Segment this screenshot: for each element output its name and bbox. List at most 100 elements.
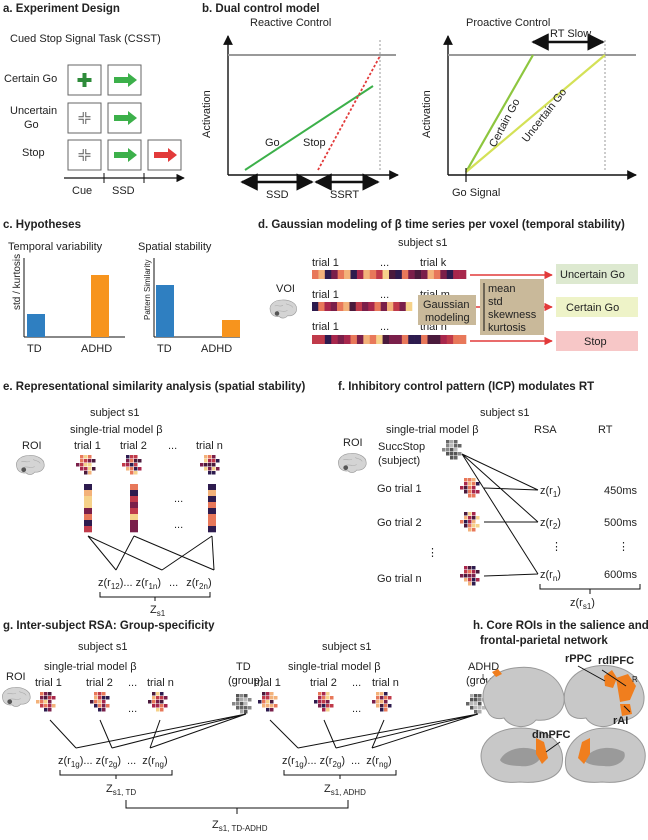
panel-f-subject: subject s1 (480, 407, 530, 419)
beta-strip-3 (312, 335, 467, 344)
panel-e-roi: ROI (22, 440, 42, 452)
panel-g-title: g. Inter-subject RSA: Group-specificity (3, 620, 215, 632)
temporal-cat-adhd: ADHD (81, 343, 112, 355)
panel-e-title: e. Representational similarity analysis … (3, 381, 305, 393)
bar-td-spatial (156, 285, 174, 337)
g-adhd-trial-2: trial 2 (310, 677, 337, 689)
row1-trial-first: trial 1 (312, 257, 339, 269)
spatial-cat-td: TD (157, 343, 172, 355)
g-adhd-trial-n: trial n (372, 677, 399, 689)
f-stop-pattern (442, 440, 462, 460)
go-arrow-icon (114, 148, 137, 162)
g-td-brace (59, 770, 173, 779)
g-adhd-patterns (258, 692, 486, 714)
g-adhd-brace (283, 770, 397, 779)
spatial-ylabel: Pattern Similarity (143, 260, 152, 320)
panel-e-model: single-trial model β (70, 424, 163, 436)
cue-plus-green-icon (77, 73, 92, 87)
certain-go-line (465, 54, 534, 173)
g-adhd-lines (269, 713, 479, 749)
f-header-rt: RT (598, 424, 613, 436)
f-succstop: SuccStop (378, 441, 425, 453)
ssd-label: SSD (266, 189, 289, 201)
g-total-z: Zs1, TD-ADHD (212, 819, 268, 833)
roi-blob-left (492, 669, 502, 677)
output-certain-go-label: Certain Go (566, 302, 619, 314)
row2-trial-first: trial 1 (312, 289, 339, 301)
f-rsa-lines (461, 453, 539, 577)
panel-f-title: f. Inhibitory control pattern (ICP) modu… (338, 381, 594, 393)
label-left-hemisphere: L (482, 673, 487, 682)
panel-f: f. Inhibitory control pattern (ICP) modu… (337, 381, 641, 611)
rt-slow-label: RT Slow (550, 28, 591, 40)
label-cue: Cue (72, 185, 92, 197)
label-ssd: SSD (112, 185, 135, 197)
beta-strip-2 (312, 302, 413, 311)
panel-b-title: b. Dual control model (202, 3, 320, 15)
label-rdlpfc: rdlPFC (598, 655, 634, 667)
roi-rai-blob (620, 704, 632, 716)
f-rt-1: 450ms (604, 485, 638, 497)
reactive-ylabel: Activation (201, 90, 213, 138)
g-td-model: single-trial model β (44, 661, 137, 673)
beta-strip-1 (312, 270, 467, 279)
panel-h-title-1: h. Core ROIs in the salience and (473, 620, 648, 632)
f-rsa-1: z(r1) (540, 485, 561, 499)
spatial-cat-adhd: ADHD (201, 343, 232, 355)
panel-d-title: d. Gaussian modeling of β time series pe… (258, 219, 625, 231)
e-voxel-patterns (76, 455, 220, 475)
voi-label: VOI (276, 283, 295, 295)
g-td-group: TD (236, 661, 251, 673)
stop-arrow-icon (154, 148, 177, 162)
ssrt-label: SSRT (330, 189, 359, 201)
row1-ellipsis: ... (380, 257, 389, 269)
panel-e: e. Representational similarity analysis … (3, 381, 305, 618)
g-roi: ROI (6, 671, 26, 683)
stat-mean: mean (488, 283, 516, 295)
panel-g: g. Inter-subject RSA: Group-specificity … (1, 620, 501, 833)
roi-dmpfc-right (578, 738, 590, 764)
g-td-z: Zs1, TD (106, 783, 136, 797)
brain-icon (1, 687, 31, 707)
g-td-corr: z(r1g)... z(r2g)...z(rng) (58, 755, 168, 769)
bar-adhd-spatial (222, 320, 240, 337)
gaussian-label-2: modeling (425, 312, 470, 324)
f-rt-2: 500ms (604, 517, 638, 529)
row-uncertain-go: Go (24, 119, 39, 131)
go-arrow-icon (114, 111, 137, 125)
f-succstop-sub: (subject) (378, 455, 420, 467)
f-rt-vdots: ⋮ (618, 541, 629, 553)
output-uncertain-go (556, 264, 638, 284)
g-adhd-ellipsis: ... (352, 677, 361, 689)
g-adhd-z: Zs1, ADHD (324, 783, 366, 797)
go-signal-label: Go Signal (452, 187, 500, 199)
row-stop: Stop (22, 147, 45, 159)
stat-kurtosis: kurtosis (488, 322, 526, 334)
e-trial-1: trial 1 (74, 440, 101, 452)
stat-std: std (488, 296, 503, 308)
e-z-label: Zs1 (150, 604, 166, 618)
row-certain-go: Certain Go (4, 73, 57, 85)
stop-process-line (317, 55, 381, 171)
panel-d-subject: subject s1 (398, 237, 448, 249)
output-stop (556, 331, 638, 351)
stat-skewness: skewness (488, 309, 537, 321)
panel-a-title: a. Experiment Design (3, 3, 120, 15)
brain-icon (269, 299, 297, 319)
uncertain-go-label: Uncertain Go (520, 86, 569, 144)
row3-ellipsis: ... (380, 321, 389, 333)
e-dots2: ... (174, 519, 183, 531)
f-rsa-2: z(r2) (540, 517, 561, 531)
f-go-trial-n: Go trial n (377, 573, 422, 585)
e-trial-2: trial 2 (120, 440, 147, 452)
row2-ellipsis: ... (380, 289, 389, 301)
panel-h: h. Core ROIs in the salience and frontal… (473, 620, 648, 783)
g-adhd-dots: ... (352, 703, 361, 715)
panel-e-subject: subject s1 (90, 407, 140, 419)
f-rsa-n: z(rn) (540, 569, 561, 583)
panel-c: c. Hypotheses Temporal variability std /… (3, 219, 240, 355)
row1-trial-last: trial k (420, 257, 447, 269)
gaussian-label-1: Gaussian (423, 299, 469, 311)
row3-trial-first: trial 1 (312, 321, 339, 333)
